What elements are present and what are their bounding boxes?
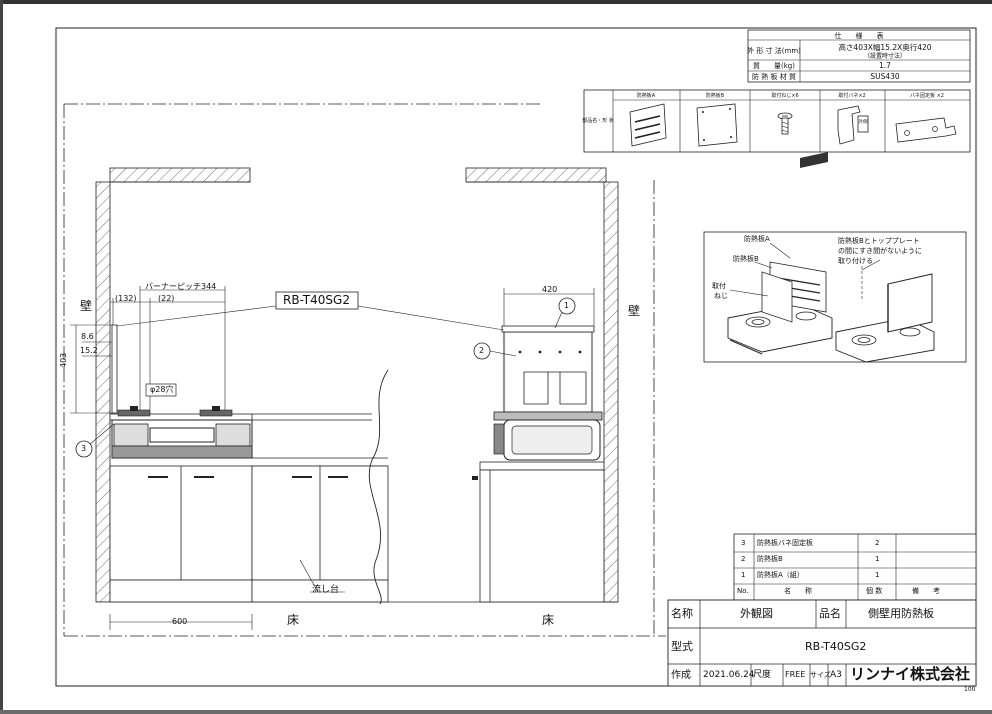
parts-list-name-3: 防熱板バネ固定板: [757, 539, 813, 547]
model-label-box: [275, 291, 359, 310]
hole-label: φ28穴: [150, 385, 174, 394]
parts-list-table: [733, 533, 977, 601]
parts-list-no-2: 2: [741, 555, 746, 563]
gas-stove-front: [111, 406, 253, 459]
dim-22: (22): [158, 294, 175, 303]
title-block: [667, 599, 977, 687]
parts-list-no-1: 1: [741, 571, 746, 579]
title-product-value: 側壁用防熱板: [868, 607, 934, 620]
detail-label-neji: ねじ: [714, 292, 728, 300]
title-type-label: 型式: [671, 640, 693, 653]
title-date: 2021.06.24: [703, 670, 755, 680]
window-left-edge: [0, 0, 3, 710]
part-name-b: 防熱板B: [706, 92, 725, 99]
parts-list-header-note: 備 考: [912, 587, 940, 595]
callout-1: [558, 297, 576, 315]
counter-right: [472, 461, 605, 603]
wall-left-label: 壁: [80, 299, 93, 313]
callout-3-text: 3: [81, 444, 87, 453]
spec-value-size-note: （設置時寸法）: [864, 52, 906, 60]
model-label: RB-T40SG2: [283, 293, 350, 307]
callout-1-text: 1: [564, 301, 570, 310]
title-size-value: A3: [830, 670, 842, 680]
spec-value-size: 高さ403X幅15.2X奥行420: [838, 42, 931, 52]
dim-15-2: 15.2: [80, 346, 98, 355]
wall-right-label: 壁: [628, 304, 641, 318]
parts-list-header-name: 名 称: [784, 587, 812, 595]
parts-list-qty-2: 1: [875, 555, 880, 563]
title-product-label: 品名: [819, 607, 841, 620]
installed-shield-side: [111, 324, 118, 414]
dimensions-left: [70, 286, 253, 630]
dim-132: (132): [115, 294, 137, 303]
spring-clip-icon: 外側: [837, 105, 869, 145]
part-name-plate: バネ固定板 ×2: [910, 92, 944, 99]
spec-label-size: 外 形 寸 法(mm): [747, 46, 801, 55]
title-size-label: サイズ: [810, 671, 831, 679]
spring-tag-text: 外側: [859, 118, 868, 125]
dim-403: 403: [59, 352, 68, 368]
callout-2-text: 2: [479, 346, 485, 355]
part-name-screw: 取付ねじ×6: [771, 92, 798, 99]
detail-label-a: 防熱板A: [744, 235, 770, 243]
parts-list-name-1: 防熱板A（組）: [757, 571, 804, 579]
detail-note-2: の間にすき間がないように: [838, 247, 922, 255]
corner-code: 100: [964, 686, 976, 693]
detail-view: [703, 152, 967, 363]
detail-note-3: 取り付ける: [838, 257, 873, 265]
spec-title: 仕 様 表: [835, 31, 884, 40]
spec-label-mass: 質 量(kg): [753, 61, 795, 70]
parts-list-no-3: 3: [741, 539, 746, 547]
detail-note-1: 防熱板Bとトッププレート: [838, 237, 920, 245]
floor-left-label: 床: [287, 613, 300, 627]
title-type-value: RB-T40SG2: [805, 640, 867, 653]
spec-value-material: SUS430: [870, 72, 900, 81]
company-name: リンナイ株式会社: [850, 665, 971, 683]
parts-list-header-no: No.: [737, 587, 749, 595]
callout-3: [75, 440, 93, 458]
detail-label-torituke: 取付: [712, 282, 726, 290]
dim-420: 420: [542, 285, 558, 294]
dim-8-6: 8.6: [81, 332, 94, 341]
title-scale-value: FREE: [785, 670, 806, 679]
hole-label-box: [145, 383, 177, 397]
parts-list-header-qty: 個 数: [866, 587, 883, 595]
spec-label-material: 防 熱 板 材 質: [752, 72, 796, 81]
screw-icon: [777, 112, 793, 135]
heat-shield-b-icon: [696, 103, 738, 147]
lower-cabinet-left: [109, 465, 253, 603]
spring-plate-icon: [895, 117, 957, 143]
window-top-edge: [0, 0, 992, 4]
gas-stove-side: [493, 325, 603, 461]
burner-pitch-label: バーナーピッチ344: [145, 282, 217, 291]
left-room: [95, 167, 616, 610]
sink-cabinet: [251, 465, 389, 603]
parts-row-table: 部品名・形 状 防熱板A 防熱板B 取付ねじ×6 取付バネ×2 バネ固定板 ×2: [582, 89, 971, 153]
spec-table: 仕 様 表 外 形 寸 法(mm) 高さ403X幅15.2X奥行420 （設置時…: [747, 29, 971, 83]
spec-value-mass: 1.7: [879, 61, 891, 70]
sink-label: 流し台: [312, 585, 340, 595]
parts-list-qty-1: 1: [875, 571, 880, 579]
title-name-value: 外観図: [740, 607, 773, 620]
title-name-label: 名称: [671, 607, 693, 620]
part-name-spring: 取付バネ×2: [838, 92, 865, 99]
detail-label-b: 防熱板B: [733, 255, 759, 263]
title-made-label: 作成: [671, 670, 691, 681]
parts-row-header: 部品名・形 状: [582, 117, 614, 124]
part-name-a: 防熱板A: [637, 92, 656, 99]
parts-list-qty-3: 2: [875, 539, 880, 547]
dim-600: 600: [172, 617, 188, 626]
right-room: [465, 167, 619, 603]
parts-list-name-2: 防熱板B: [757, 555, 783, 563]
title-scale-label: 尺度: [753, 670, 772, 680]
heat-shield-a-icon: [629, 103, 667, 147]
floor-right-label: 床: [542, 613, 555, 627]
